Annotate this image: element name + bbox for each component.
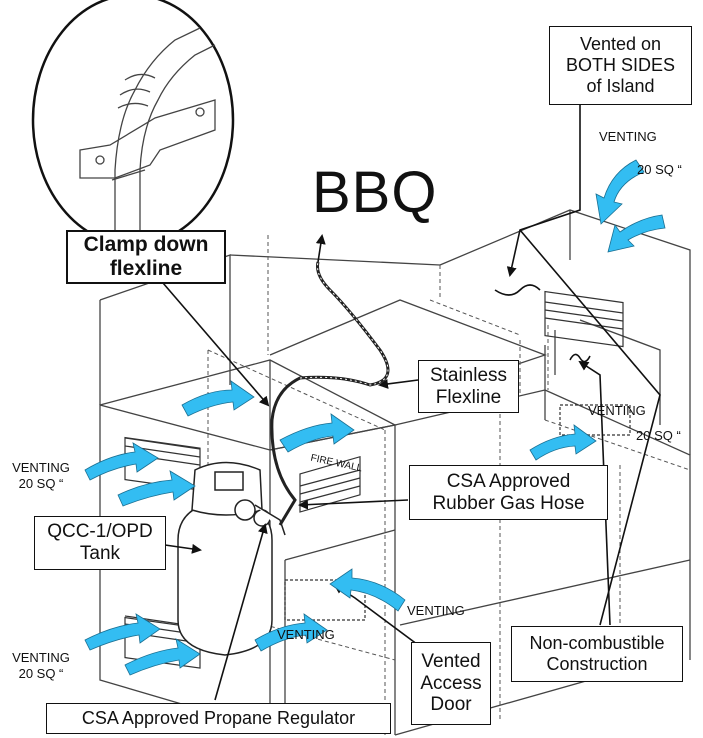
- vent-arrow-8: [329, 568, 406, 612]
- vented-both-sides-label: Vented on BOTH SIDES of Island: [549, 26, 692, 105]
- vent-arrow-1: [84, 442, 159, 481]
- clamp-detail: [31, 0, 235, 247]
- bbq-up-arrow: [315, 234, 326, 263]
- vent-arrow-6: [124, 638, 201, 676]
- vent-arrow-9: [529, 424, 597, 461]
- venting-left-upper: VENTING 20 SQ “: [12, 460, 70, 491]
- vent-arrow-4: [279, 413, 355, 453]
- qcc-tank-label: QCC-1/OPD Tank: [34, 516, 166, 570]
- csa-propane-regulator-label: CSA Approved Propane Regulator: [46, 703, 391, 734]
- venting-left-lower: VENTING 20 SQ “: [12, 650, 70, 681]
- bbq-title: BBQ: [312, 160, 438, 225]
- vent-arrow-5: [84, 613, 161, 651]
- venting-door-word: VENTING: [407, 603, 465, 618]
- squiggles: [494, 284, 591, 363]
- vent-arrow-10: [595, 159, 645, 225]
- non-combustible-label: Non-combustible Construction: [511, 626, 683, 682]
- vent-arrow-11: [607, 214, 666, 253]
- vent-arrow-3: [181, 380, 255, 417]
- callout-lines: [162, 100, 661, 701]
- venting-top-right-word: VENTING: [599, 129, 657, 144]
- venting-right-area: 20 SQ “: [636, 428, 681, 443]
- clamp-down-flexline-label: Clamp down flexline: [66, 230, 226, 284]
- propane-tank: [177, 461, 286, 656]
- flexline-coil: [299, 261, 389, 386]
- venting-top-right-area: 20 SQ “: [637, 162, 682, 177]
- vent-arrow-2: [117, 470, 196, 507]
- csa-rubber-gas-hose-label: CSA Approved Rubber Gas Hose: [409, 465, 608, 520]
- vent-arrow-7: [254, 613, 328, 652]
- venting-right-word: VENTING: [588, 403, 646, 418]
- venting-center-word: VENTING: [277, 627, 335, 642]
- venting-arrows: [84, 159, 666, 676]
- stainless-flexline-label: Stainless Flexline: [418, 360, 519, 413]
- vented-access-door-label: Vented Access Door: [411, 642, 491, 725]
